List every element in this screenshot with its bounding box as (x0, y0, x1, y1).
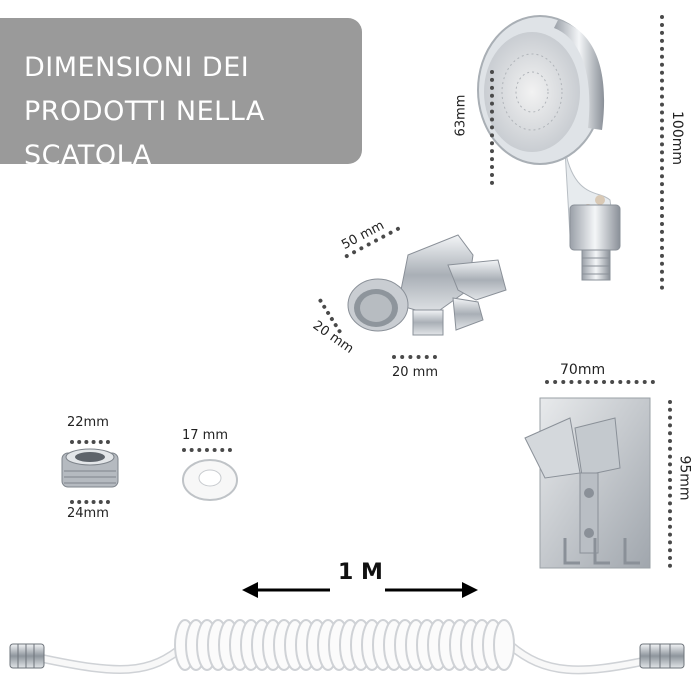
dim-line-adapter-top (70, 440, 110, 444)
dim-label-holder-width: 70mm (560, 362, 606, 378)
dim-label-washer: 17 mm (182, 428, 229, 443)
dim-line-shower-height (660, 15, 664, 290)
dim-line-shower-width (490, 70, 494, 185)
dim-line-holder-width (545, 380, 655, 384)
dim-label-valve-bottom: 20 mm (392, 365, 439, 380)
hose-length-arrow (242, 582, 478, 598)
page-title: DIMENSIONI DEI PRODOTTI NELLA SCATOLA (24, 46, 265, 178)
dim-label-adapter-top: 22mm (67, 415, 109, 430)
wall-holder-image (524, 397, 651, 569)
coiled-hose-image (9, 619, 685, 675)
shower-head-image (477, 15, 621, 281)
hose-coil (493, 619, 515, 671)
title-box: DIMENSIONI DEI PRODOTTI NELLA SCATOLA (0, 18, 362, 171)
washer-image (182, 459, 238, 501)
dim-line-adapter-bottom (70, 500, 110, 504)
dim-line-holder-height (668, 400, 672, 568)
dim-label-shower-height: 100mm (669, 111, 685, 165)
dim-line-valve-bottom (392, 355, 437, 359)
diverter-valve-image (347, 234, 507, 336)
dim-line-washer (182, 448, 232, 452)
title-line-2: PRODOTTI NELLA (24, 96, 265, 127)
adapter-image (61, 448, 119, 488)
dim-label-adapter-bottom: 24mm (67, 506, 109, 521)
title-line-1: DIMENSIONI DEI (24, 52, 250, 83)
dim-label-shower-width: 63mm (453, 94, 469, 137)
dim-label-holder-height: 95mm (676, 455, 693, 501)
hose-length-label: 1 M (338, 560, 383, 585)
title-line-3: SCATOLA (24, 140, 152, 171)
